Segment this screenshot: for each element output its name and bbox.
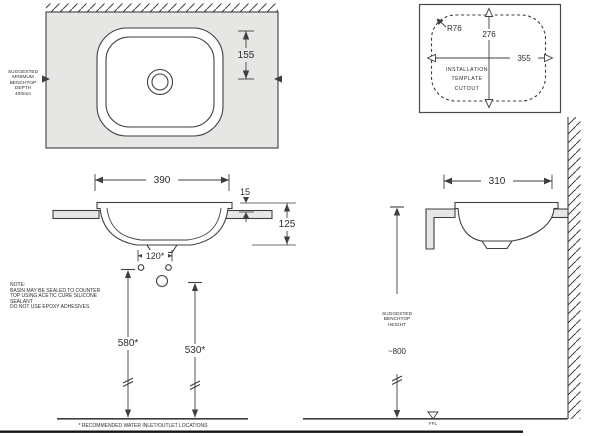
open-arrow-down-icon	[484, 99, 494, 109]
dim-label-120: 120*	[142, 250, 168, 261]
waste-outlet-outer-circle	[146, 68, 174, 96]
template-view	[418, 3, 562, 114]
break-mark	[189, 380, 201, 387]
basin-bowl-outer-front	[99, 207, 229, 246]
dim-label-390: 390	[146, 173, 178, 187]
break-mark	[391, 379, 403, 385]
arrow-down-icon	[243, 197, 249, 203]
basin-bowl-inner-front	[106, 207, 222, 241]
side-view	[390, 174, 569, 420]
dim-label-155: 155	[230, 48, 262, 62]
arrow-right-icon	[544, 177, 552, 185]
wall-section	[567, 117, 581, 419]
basin-bowl-side	[457, 207, 555, 242]
arrow-right-icon	[221, 176, 229, 184]
break-mark	[122, 381, 134, 387]
leader-arrow-icon	[436, 18, 444, 25]
edge-arrow-left-icon	[42, 75, 50, 83]
arrow-left-icon	[444, 177, 452, 185]
basin-rim-front	[96, 201, 233, 210]
break-mark	[391, 375, 403, 382]
template-caption: INSTALLATION TEMPLATE CUTOUT	[445, 67, 489, 92]
page-edge-line	[0, 430, 523, 433]
floor-lines	[0, 417, 568, 433]
open-arrow-up-icon	[484, 7, 494, 17]
arrow-down-icon	[242, 70, 250, 79]
sealant-note: NOTE: BASIN MAY BE SEALED TO COUNTER TOP…	[10, 282, 101, 311]
dim-label-355: 355	[510, 53, 538, 64]
arrow-up-icon	[393, 207, 401, 216]
dim-label-530: 530*	[179, 344, 211, 357]
arrow-down-icon	[191, 409, 199, 418]
basin-inner-rim-plan	[105, 36, 215, 128]
arrow-up-icon	[283, 203, 291, 212]
open-arrow-right-icon	[544, 53, 554, 63]
side-height-note-text: SUGGESTED BENCHTOP HEIGHT	[381, 312, 413, 328]
dim-label-125: 125	[273, 217, 301, 231]
dim-label-276: 276	[475, 29, 503, 40]
arrow-up-icon	[191, 283, 199, 291]
front-view	[52, 174, 296, 418]
water-inlet-right-circle	[165, 264, 172, 271]
break-mark	[189, 384, 201, 390]
edge-arrow-right-icon	[274, 75, 282, 83]
benchtop-section-left	[425, 208, 456, 250]
ffl-label: FFL	[428, 420, 437, 426]
arrow-up-icon	[242, 31, 250, 40]
arrow-down-icon	[124, 409, 132, 418]
arrow-left-icon	[95, 176, 103, 184]
ffl-datum-icon	[427, 411, 439, 420]
waste-outlet-inner-circle	[151, 73, 169, 91]
arrow-up-icon	[243, 212, 249, 218]
waste-outlet-circle-front	[155, 274, 169, 288]
basin-rim-side	[454, 201, 559, 210]
side-height-value: ~800	[387, 347, 407, 357]
wall-hatch-right	[568, 117, 581, 419]
water-inlet-left-circle	[137, 264, 145, 271]
break-mark	[122, 377, 134, 384]
dim-label-310: 310	[481, 174, 513, 188]
arrow-up-icon	[124, 270, 132, 278]
open-arrow-left-icon	[426, 53, 436, 63]
plan-view	[42, 3, 282, 149]
dim-label-r76: R76	[447, 24, 462, 33]
plan-depth-note: SUGGESTED MINIMUM BENCHTOP DEPTH 400mm	[7, 70, 39, 97]
wall-hatch-top	[46, 3, 278, 12]
benchtop-front-left	[52, 209, 100, 220]
arrow-down-icon	[393, 410, 401, 418]
waste-fitting-side	[480, 240, 514, 250]
footnote: * RECOMMENDED WATER INLET/OUTLET LOCATIO…	[78, 422, 208, 429]
side-height-note: SUGGESTED BENCHTOP HEIGHT ~800	[372, 294, 422, 375]
arrow-down-icon	[283, 236, 291, 245]
dim-label-15: 15	[239, 186, 250, 197]
dim-label-580: 580*	[112, 337, 144, 350]
